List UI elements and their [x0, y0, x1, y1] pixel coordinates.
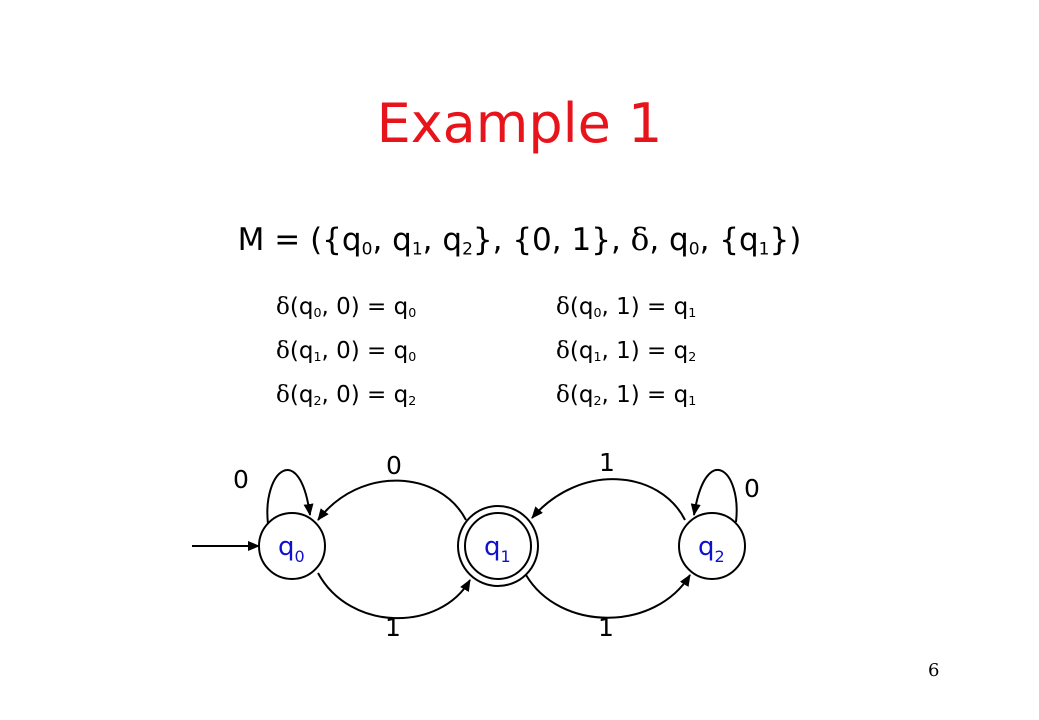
- transition-row: δ(q1, 0) = q0: [276, 338, 417, 365]
- edge-q0-to-q1: [317, 572, 471, 620]
- edge-label-q2-self: 0: [744, 474, 760, 503]
- transition-row: δ(q1, 1) = q2: [556, 338, 697, 365]
- edge-label-q1-to-q2: 1: [598, 613, 614, 642]
- edge-q1-to-q0: [317, 479, 467, 521]
- edge-label-q1-to-q0: 0: [386, 451, 402, 480]
- edge-q2-self-loop: [690, 468, 738, 523]
- state-q2-label: q2: [698, 532, 725, 566]
- transition-row: δ(q0, 1) = q1: [556, 294, 697, 321]
- edge-q2-to-q1: [531, 478, 686, 521]
- state-q1-label: q1: [484, 532, 511, 566]
- state-q0: [258, 512, 326, 580]
- edge-label-q2-to-q1: 1: [599, 448, 615, 477]
- slide-title: Example 1: [376, 92, 663, 155]
- transition-row: δ(q2, 1) = q1: [556, 382, 697, 409]
- state-q0-label: q0: [278, 532, 305, 566]
- state-q2: [678, 512, 746, 580]
- page-number: 6: [928, 660, 940, 681]
- edge-q1-to-q2: [525, 574, 691, 619]
- state-q1-outer-ring: [457, 505, 539, 587]
- edge-q0-self-loop: [266, 469, 314, 525]
- machine-definition: M = ({q0, q1, q2}, {0, 1}, δ, q0, {q1}): [237, 222, 802, 260]
- transition-row: δ(q2, 0) = q2: [276, 382, 417, 409]
- edge-label-q0-to-q1: 1: [385, 613, 401, 642]
- transition-row: δ(q0, 0) = q0: [276, 294, 417, 321]
- state-q1: [464, 512, 532, 580]
- edge-label-q0-self: 0: [233, 465, 249, 494]
